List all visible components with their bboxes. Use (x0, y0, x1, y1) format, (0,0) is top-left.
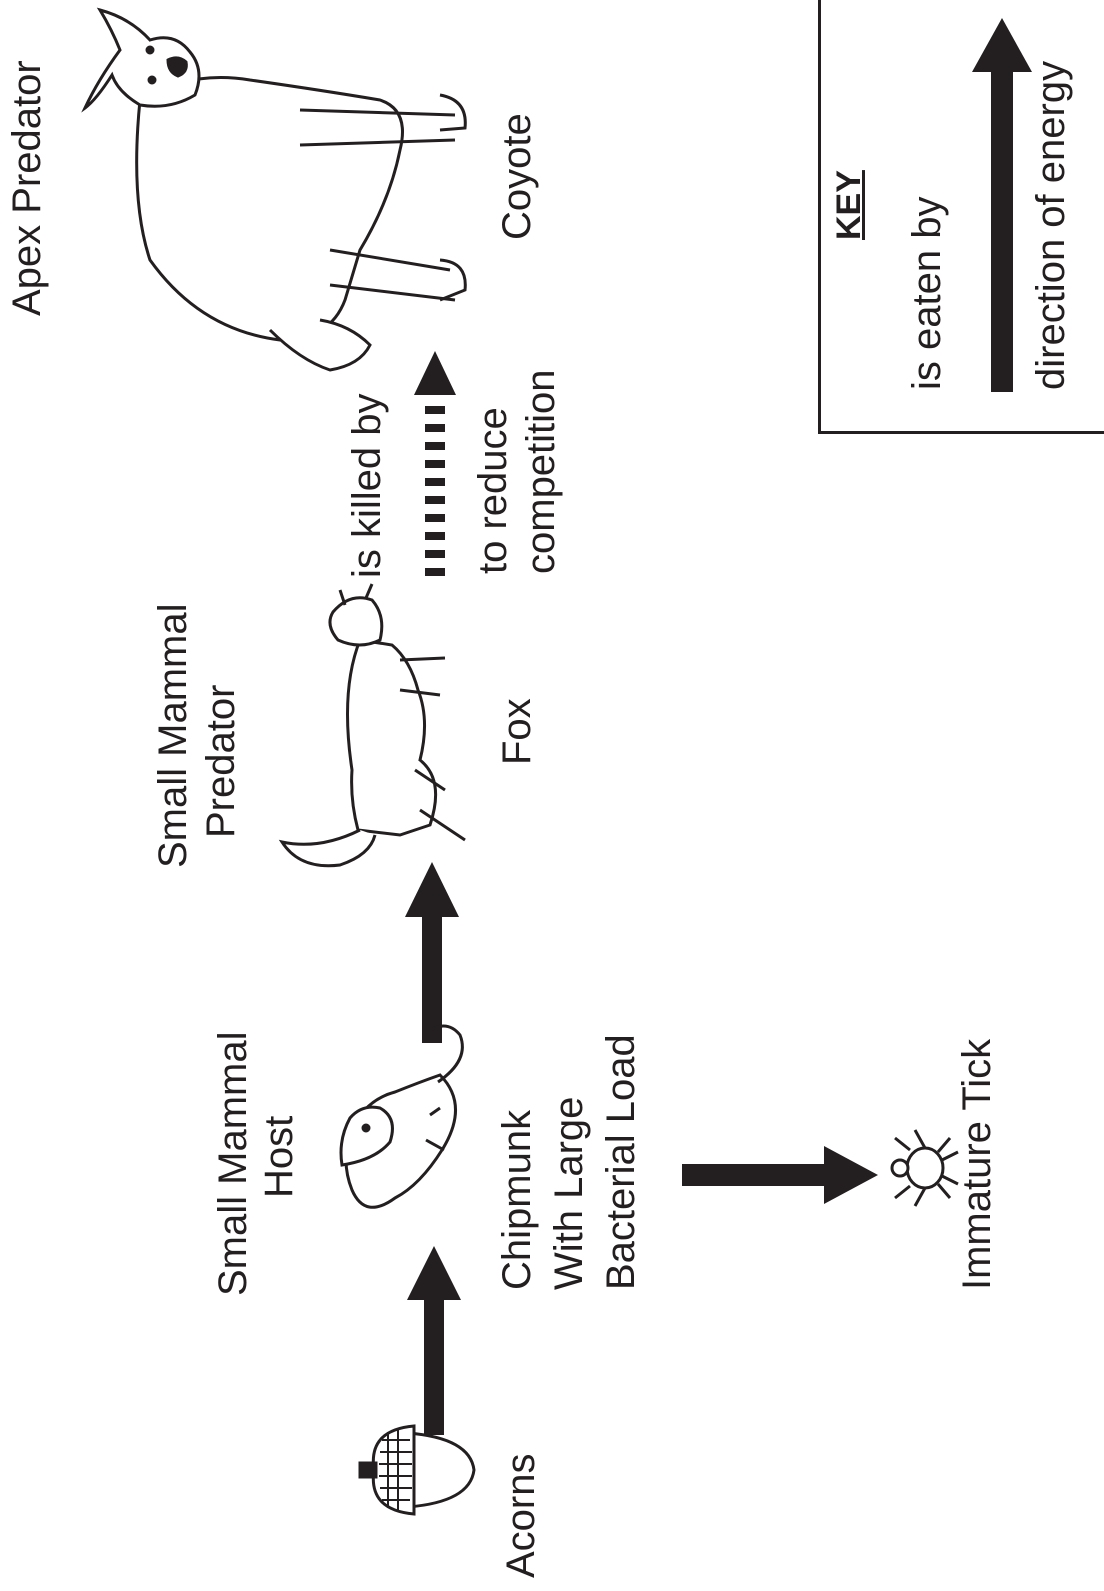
acorn-icon (358, 1424, 476, 1516)
chipmunk-label-line2: With Large (547, 1096, 591, 1290)
coyote-role-label: Apex Predator (5, 60, 49, 316)
reduce-competition-label-line2: competition (519, 369, 563, 574)
acorns-label: Acorns (499, 1453, 543, 1579)
killed-by-label: is killed by (345, 393, 389, 578)
arrow-chipmunk-to-fox (405, 862, 459, 1043)
chipmunk-label-line1: Chipmunk (495, 1109, 539, 1290)
chipmunk-label-line3: Bacterial Load (599, 1034, 643, 1290)
key-arrow (972, 18, 1032, 392)
coyote-icon (81, 7, 467, 372)
key-direction-label: direction of energy (1029, 60, 1073, 390)
coyote-label: Coyote (495, 113, 539, 240)
fox-role-label-line1: Small Mammal (151, 603, 195, 868)
chipmunk-role-label-line1: Small Mammal (211, 1031, 255, 1296)
tick-label: Immature Tick (955, 1038, 999, 1290)
dashed-arrow-fox-to-coyote (414, 351, 456, 576)
key-eaten-by-label: is eaten by (905, 196, 949, 390)
key-title: KEY (830, 170, 868, 240)
chipmunk-role-label-line2: Host (257, 1115, 301, 1198)
fox-label: Fox (495, 698, 539, 765)
arrow-chipmunk-to-tick (682, 1146, 878, 1204)
fox-icon (278, 583, 466, 868)
tick-icon (890, 1129, 959, 1207)
chipmunk-icon (339, 1024, 464, 1209)
reduce-competition-label-line1: to reduce (471, 407, 515, 574)
key-legend (818, 0, 1104, 434)
fox-role-label-line2: Predator (199, 684, 243, 838)
arrow-acorns-to-chipmunk (407, 1246, 461, 1435)
